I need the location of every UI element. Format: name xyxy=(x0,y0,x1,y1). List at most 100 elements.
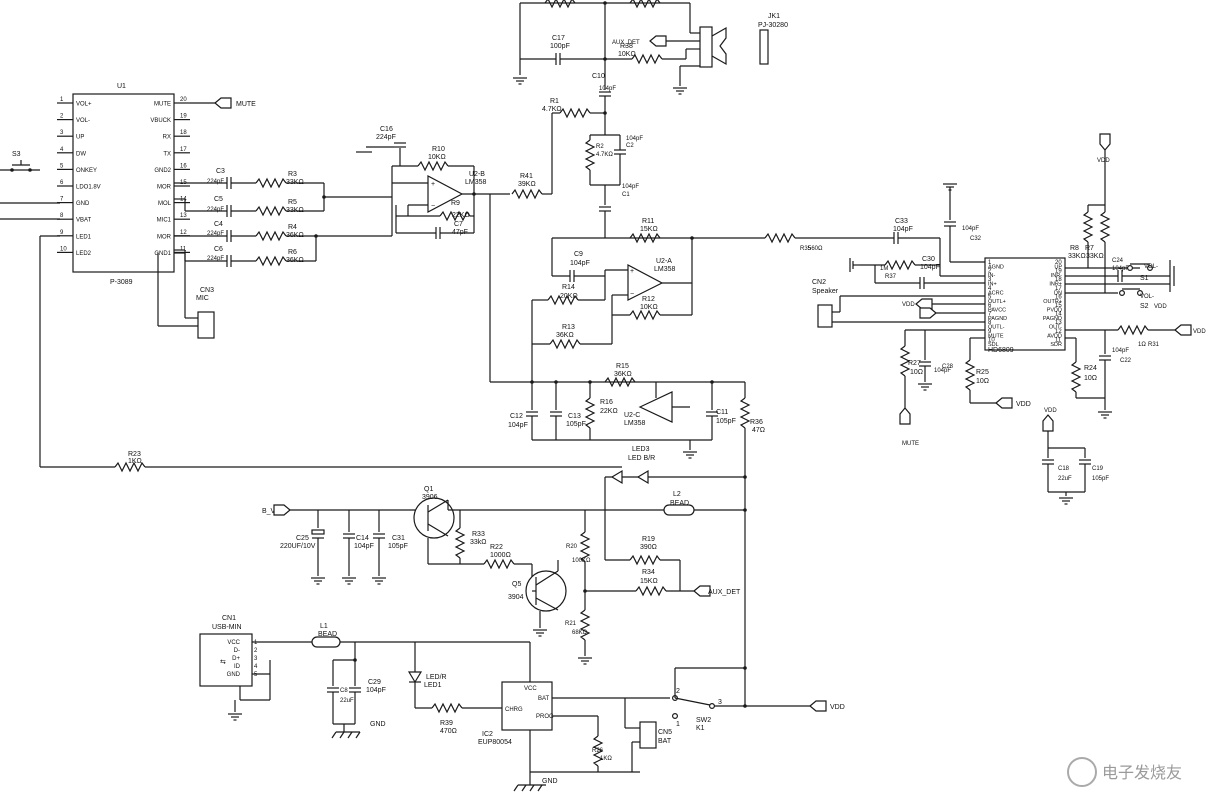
r24-value: 10Ω xyxy=(1084,375,1097,382)
c19-label: C19 xyxy=(1092,466,1104,472)
ic2-part: EUP80054 xyxy=(478,739,512,746)
pin-name: VOL- xyxy=(76,118,90,124)
r6-label: R6 xyxy=(288,249,297,256)
q5-value: 3904 xyxy=(508,594,524,601)
r37-value: 1M xyxy=(880,266,888,272)
auxdet-label: AUX_DET xyxy=(708,589,741,596)
pin-name: IN+ xyxy=(988,282,997,288)
pin-number: 18 xyxy=(1055,277,1062,283)
c30-value: 104pF xyxy=(920,264,940,271)
jk1-label: JK1 xyxy=(768,13,780,20)
usb-icon: ⇆ xyxy=(220,659,226,666)
c3-label: C3 xyxy=(216,168,225,175)
c33-label: C33 xyxy=(895,218,908,225)
vol-plus-label: VOL- xyxy=(1144,264,1158,270)
pin-name: AGND xyxy=(988,265,1004,271)
r3-value: 33KΩ xyxy=(286,179,304,186)
u3-right-network: VDD R8 33KΩ R7 33KΩ C24 104pF VOL- S1 VO… xyxy=(1065,133,1206,419)
r24-label: R24 xyxy=(1084,365,1097,372)
pin-name: PAGND xyxy=(988,316,1007,322)
pin-name: MUTE xyxy=(154,102,171,108)
c4-label: C4 xyxy=(214,221,223,228)
u3-chip: HD6809 1AGND2IN-3IN+4ACRC5OUTL+6PAVCC7PA… xyxy=(984,257,1066,354)
u2c-label: U2-C xyxy=(624,412,640,419)
r1-section: R1 4.7KΩ R2 4.7KΩ C2 104pF 104pF C1 R11 … xyxy=(542,98,765,283)
pin-number: 1 xyxy=(988,260,992,266)
c13-value: 105pF xyxy=(566,421,586,428)
vdd-output-label: VDD xyxy=(830,704,845,711)
q1-section: B_VDD Q1 3906 L2 BEAD C25 220UF/10V C14 … xyxy=(262,486,747,585)
cn1-pin-number: 1 xyxy=(254,640,258,646)
r41-label: R41 xyxy=(520,173,533,180)
svg-text:+: + xyxy=(431,181,435,188)
c18-label: C18 xyxy=(1058,466,1070,472)
ic2-vcc-pin: VCC xyxy=(524,686,537,692)
led3: LED3 LED B/R xyxy=(604,446,747,560)
c7-label: C7 xyxy=(454,221,463,228)
r7-value: 33KΩ xyxy=(1086,253,1104,260)
top-input-section: C17 100pF R38 10KΩ AUX_DET JK1 PJ-30280 … xyxy=(512,0,788,113)
pin-number: 11 xyxy=(1055,337,1062,343)
r16-label: R16 xyxy=(600,399,613,406)
c12-value: 104pF xyxy=(508,422,528,429)
r3-label: R3 xyxy=(288,171,297,178)
r15-value: 36KΩ xyxy=(614,371,632,378)
pin-name: TX xyxy=(163,151,171,157)
u3-right-pins: 20UP19INR-18INR+17DN16OUTR+15PVDD14PAGND… xyxy=(1043,260,1062,348)
pin-number: 14 xyxy=(1055,312,1062,318)
r10-label: R10 xyxy=(432,146,445,153)
c7-value: 47pF xyxy=(452,229,468,236)
pin-name: VOL+ xyxy=(76,102,92,108)
u2c-bias: R15 36KΩ C12 104pF C13 105pF R16 22KΩ U2… xyxy=(490,363,765,706)
pin-number: 2 xyxy=(988,269,992,275)
c22-value: 104pF xyxy=(1112,348,1129,354)
mute-port: MUTE xyxy=(190,97,256,109)
pin-number: 6 xyxy=(60,180,64,186)
r13-value: 36KΩ xyxy=(556,332,574,339)
r39-value: 470Ω xyxy=(440,728,457,735)
pin-name: PAGND xyxy=(1043,316,1062,322)
pin-name: VBAT xyxy=(76,218,92,224)
r20-label: R20 xyxy=(566,544,578,550)
pin-number: 3 xyxy=(60,130,64,136)
cn1-pin-number: 3 xyxy=(254,656,258,662)
r5-label: R5 xyxy=(288,199,297,206)
pin-name: UP xyxy=(76,135,84,141)
r8-value: 33KΩ xyxy=(1068,253,1086,260)
pin-name: ONKEY xyxy=(76,168,97,174)
svg-text:2: 2 xyxy=(676,688,680,695)
r27-value: 10Ω xyxy=(910,369,923,376)
r7-label: R7 xyxy=(1085,245,1094,252)
cn1-pin-name: D- xyxy=(234,648,240,654)
pin-name: PAVCC xyxy=(988,308,1006,314)
cn1-label: CN1 xyxy=(222,615,236,622)
c25-label: C25 xyxy=(296,535,309,542)
pin-number: 12 xyxy=(1055,329,1062,335)
r36-value: 47Ω xyxy=(752,427,765,434)
pin-number: 13 xyxy=(1055,320,1062,326)
r23-label: R23 xyxy=(128,451,141,458)
pin-number: 18 xyxy=(180,130,187,136)
auxdet-top-label: AUX_DET xyxy=(612,40,640,46)
pin-number: 7 xyxy=(60,197,64,203)
l1-label: L1 xyxy=(320,623,328,630)
pin-number: 2 xyxy=(60,114,64,120)
r4-value: 36KΩ xyxy=(286,232,304,239)
r13-label: R13 xyxy=(562,324,575,331)
pin-number: 10 xyxy=(988,337,995,343)
cn5-value: BAT xyxy=(658,738,672,745)
ic2-bat-pin: BAT xyxy=(538,696,550,702)
pin-name: OUTL- xyxy=(988,325,1005,331)
c22-label: C22 xyxy=(1120,358,1132,364)
led1-label: LED1 xyxy=(424,682,442,689)
pin-number: 10 xyxy=(60,246,67,252)
u3-part: HD6809 xyxy=(988,347,1014,354)
pin-number: 8 xyxy=(988,320,992,326)
pin-name: DW xyxy=(76,151,86,157)
mute-label: MUTE xyxy=(236,101,256,108)
pin-name: OUT- xyxy=(1049,325,1062,331)
s1-label: S1 xyxy=(1140,275,1149,282)
cn2-value: Speaker xyxy=(812,288,839,295)
pin-name: MIC1 xyxy=(157,218,172,224)
u1-left-pins: 1VOL+2VOL-3UP4DW5ONKEY6LDO1.8V7GND8VBAT9… xyxy=(57,97,101,257)
